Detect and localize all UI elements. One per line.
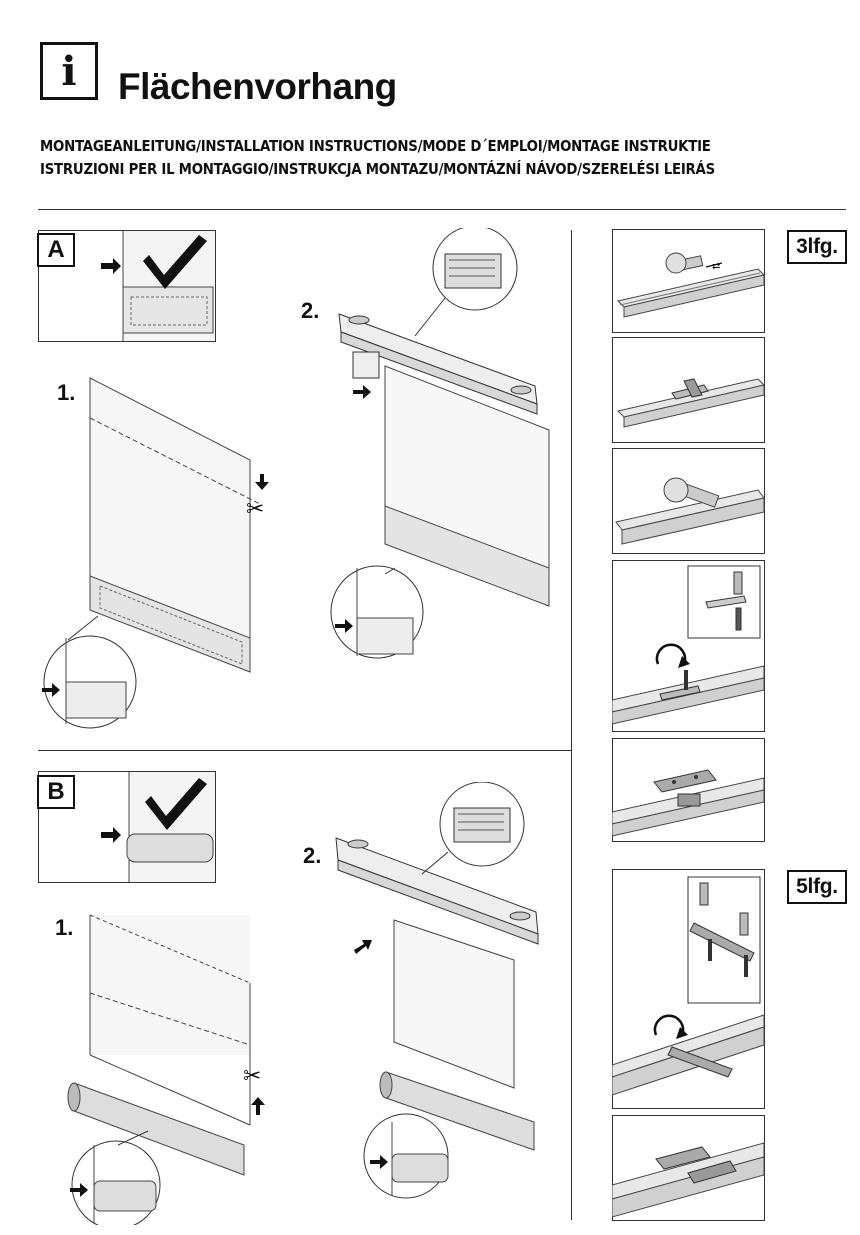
- rail-clip-panel: [612, 337, 765, 443]
- section-a-step-2-illustration: [330, 228, 550, 659]
- double-arrow-icon: ⇄: [712, 261, 720, 272]
- arrow-right-icon: [353, 385, 371, 399]
- arrow-right-icon: [370, 1155, 388, 1169]
- five-track-connector-panel: [612, 1115, 765, 1221]
- arrow-up-icon: [251, 1097, 265, 1115]
- subtitle-line-2: ISTRUZIONI PER IL MONTAGGIO/INSTRUKCJA M…: [40, 160, 715, 178]
- arrow-right-icon: [335, 619, 353, 633]
- section-b-step-1-illustration: ✂: [67, 914, 265, 1225]
- arrow-right-icon: [101, 827, 121, 843]
- arrow-right-icon: [354, 940, 372, 954]
- section-a-step-1: 1.: [57, 380, 76, 405]
- rotate-arrow-icon: [655, 643, 687, 665]
- column-divider: [571, 230, 572, 1220]
- subtitle-line-1: MONTAGEANLEITUNG/INSTALLATION INSTRUCTIO…: [40, 137, 711, 155]
- section-b-label: B: [37, 775, 75, 809]
- rail-clip-mounting-panel: [612, 560, 765, 732]
- label-3lfg: 3lfg.: [787, 230, 847, 264]
- info-icon: i: [40, 42, 98, 100]
- five-track-mounting-panel: [612, 869, 765, 1109]
- section-a-step-1-illustration: ✂: [42, 377, 269, 729]
- rail-ceiling-bracket-panel: [612, 448, 765, 554]
- section-a-label: A: [37, 233, 75, 267]
- checkmark-icon: [145, 778, 207, 830]
- section-a-step-2: 2.: [301, 298, 320, 323]
- section-b-step-2-illustration: [335, 782, 539, 1199]
- section-divider: [38, 750, 571, 751]
- rail-wall-bracket-panel: ⇄: [612, 229, 765, 333]
- weight-bar-check-illustration: [101, 772, 215, 882]
- rotate-arrow-icon: [653, 1014, 685, 1036]
- arrow-down-icon: [255, 474, 269, 490]
- section-b-step-1: 1.: [55, 915, 74, 940]
- section-b-check-panel: [38, 771, 216, 883]
- scissors-icon: ✂: [246, 496, 264, 521]
- header-divider: [38, 209, 846, 210]
- scissors-icon: ✂: [243, 1063, 261, 1088]
- arrow-right-icon: [42, 683, 60, 697]
- section-b-step-2: 2.: [303, 843, 322, 868]
- rail-connector-panel: [612, 738, 765, 842]
- label-5lfg: 5lfg.: [787, 870, 847, 904]
- subtitle: MONTAGEANLEITUNG/INSTALLATION INSTRUCTIO…: [40, 135, 715, 181]
- curtain-bottom-check-illustration: [101, 231, 215, 341]
- arrow-right-icon: [101, 258, 121, 274]
- arrow-right-icon: [70, 1183, 88, 1197]
- checkmark-icon: [143, 235, 207, 289]
- section-a-check-panel: [38, 230, 216, 342]
- page-title: Flächenvorhang: [118, 66, 397, 107]
